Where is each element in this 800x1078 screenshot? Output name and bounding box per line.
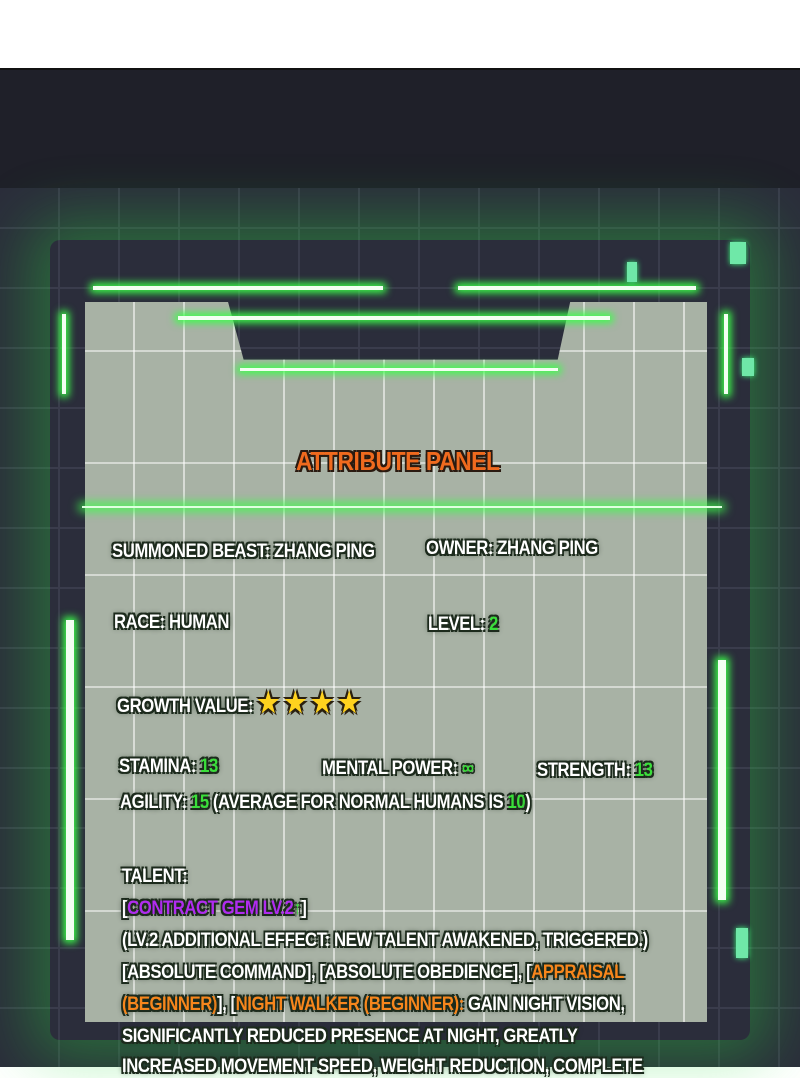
frame-top-right-bar xyxy=(458,286,696,290)
star-icon: ★ xyxy=(257,687,279,718)
text: [ABSOLUTE COMMAND], [ABSOLUTE OBEDIENCE]… xyxy=(122,962,532,983)
label: STAMINA: xyxy=(119,756,196,777)
frame-right-corner xyxy=(724,314,728,394)
glitch-pixel xyxy=(736,928,748,958)
glitch-pixel xyxy=(730,242,746,264)
ceiling xyxy=(0,68,800,188)
label: STRENGTH: xyxy=(537,760,631,781)
night-walker: NIGHT WALKER (BEGINNER): xyxy=(235,994,465,1015)
value: 2 xyxy=(489,614,498,635)
label: OWNER: xyxy=(426,538,494,559)
frame-top-inner-bar xyxy=(178,316,610,320)
frame-notch-bar xyxy=(240,368,558,371)
glitch-pixel xyxy=(742,358,754,376)
frame-left-corner xyxy=(62,314,66,394)
growth-row: GROWTH VALUE: ★★★★ xyxy=(117,686,365,719)
value: 15 xyxy=(190,792,209,813)
summoned-beast-row: SUMMONED BEAST: ZHANG PING xyxy=(112,541,375,563)
value: HUMAN xyxy=(168,612,229,633)
contract-gem: CONTRACT GEM LV.2 xyxy=(127,898,294,919)
text: GAIN NIGHT VISION, xyxy=(463,994,625,1015)
agility-row: AGILITY: 15 (AVERAGE FOR NORMAL HUMANS I… xyxy=(120,792,531,814)
star-icon: ★ xyxy=(311,687,333,718)
race-row: RACE: HUMAN xyxy=(114,612,229,634)
star-icon: ★ xyxy=(338,687,360,718)
panel-title: ATTRIBUTE PANEL xyxy=(296,446,500,476)
bracket: ] xyxy=(301,898,307,919)
label: MENTAL POWER: xyxy=(322,758,458,779)
strength-row: STRENGTH: 13 xyxy=(537,760,653,782)
glitch-pixel xyxy=(627,262,637,282)
value: ZHANG PING xyxy=(274,541,375,562)
growth-stars: ★★★★ xyxy=(257,687,365,718)
value: 13 xyxy=(634,760,653,781)
note-end: ) xyxy=(525,792,531,813)
value: 13 xyxy=(200,756,218,777)
divider xyxy=(82,506,722,508)
note: (AVERAGE FOR NORMAL HUMANS IS xyxy=(212,792,504,813)
frame-top-left-bar xyxy=(93,286,383,290)
attribute-panel xyxy=(85,302,707,1022)
label: GROWTH VALUE: xyxy=(117,696,254,717)
talent-label: TALENT: xyxy=(122,866,188,887)
bracket: [ xyxy=(122,898,128,919)
arrow-up-icon: ↑ xyxy=(293,898,302,919)
appraisal: APPRAISAL xyxy=(531,962,624,983)
frame-right-side xyxy=(718,660,726,900)
value: ∞ xyxy=(461,758,474,779)
label: RACE: xyxy=(114,612,165,633)
level-row: LEVEL: 2 xyxy=(428,614,498,636)
talent-line: (LV.2 ADDITIONAL EFFECT: NEW TALENT AWAK… xyxy=(122,930,648,951)
beginner: (BEGINNER) xyxy=(122,994,217,1015)
star-icon: ★ xyxy=(284,687,306,718)
talent-line: SIGNIFICANTLY REDUCED PRESENCE AT NIGHT,… xyxy=(122,1026,578,1047)
talent-gem-row: [CONTRACT GEM LV.2↑] xyxy=(122,898,307,920)
mental-power-row: MENTAL POWER: ∞ xyxy=(322,758,474,780)
talent-line: [ABSOLUTE COMMAND], [ABSOLUTE OBEDIENCE]… xyxy=(122,962,624,984)
label: AGILITY: xyxy=(120,792,187,813)
frame-left-side xyxy=(66,620,74,940)
stamina-row: STAMINA: 13 xyxy=(119,756,218,778)
note-value: 10 xyxy=(507,792,526,813)
owner-row: OWNER: ZHANG PING xyxy=(426,538,598,560)
value: ZHANG PING xyxy=(497,538,598,559)
talent-line: INCREASED MOVEMENT SPEED, WEIGHT REDUCTI… xyxy=(122,1056,643,1077)
label: LEVEL: xyxy=(428,614,485,635)
label: SUMMONED BEAST: xyxy=(112,541,270,562)
talent-line: (BEGINNER)], [NIGHT WALKER (BEGINNER): G… xyxy=(122,994,625,1016)
text: ], [ xyxy=(216,994,236,1015)
